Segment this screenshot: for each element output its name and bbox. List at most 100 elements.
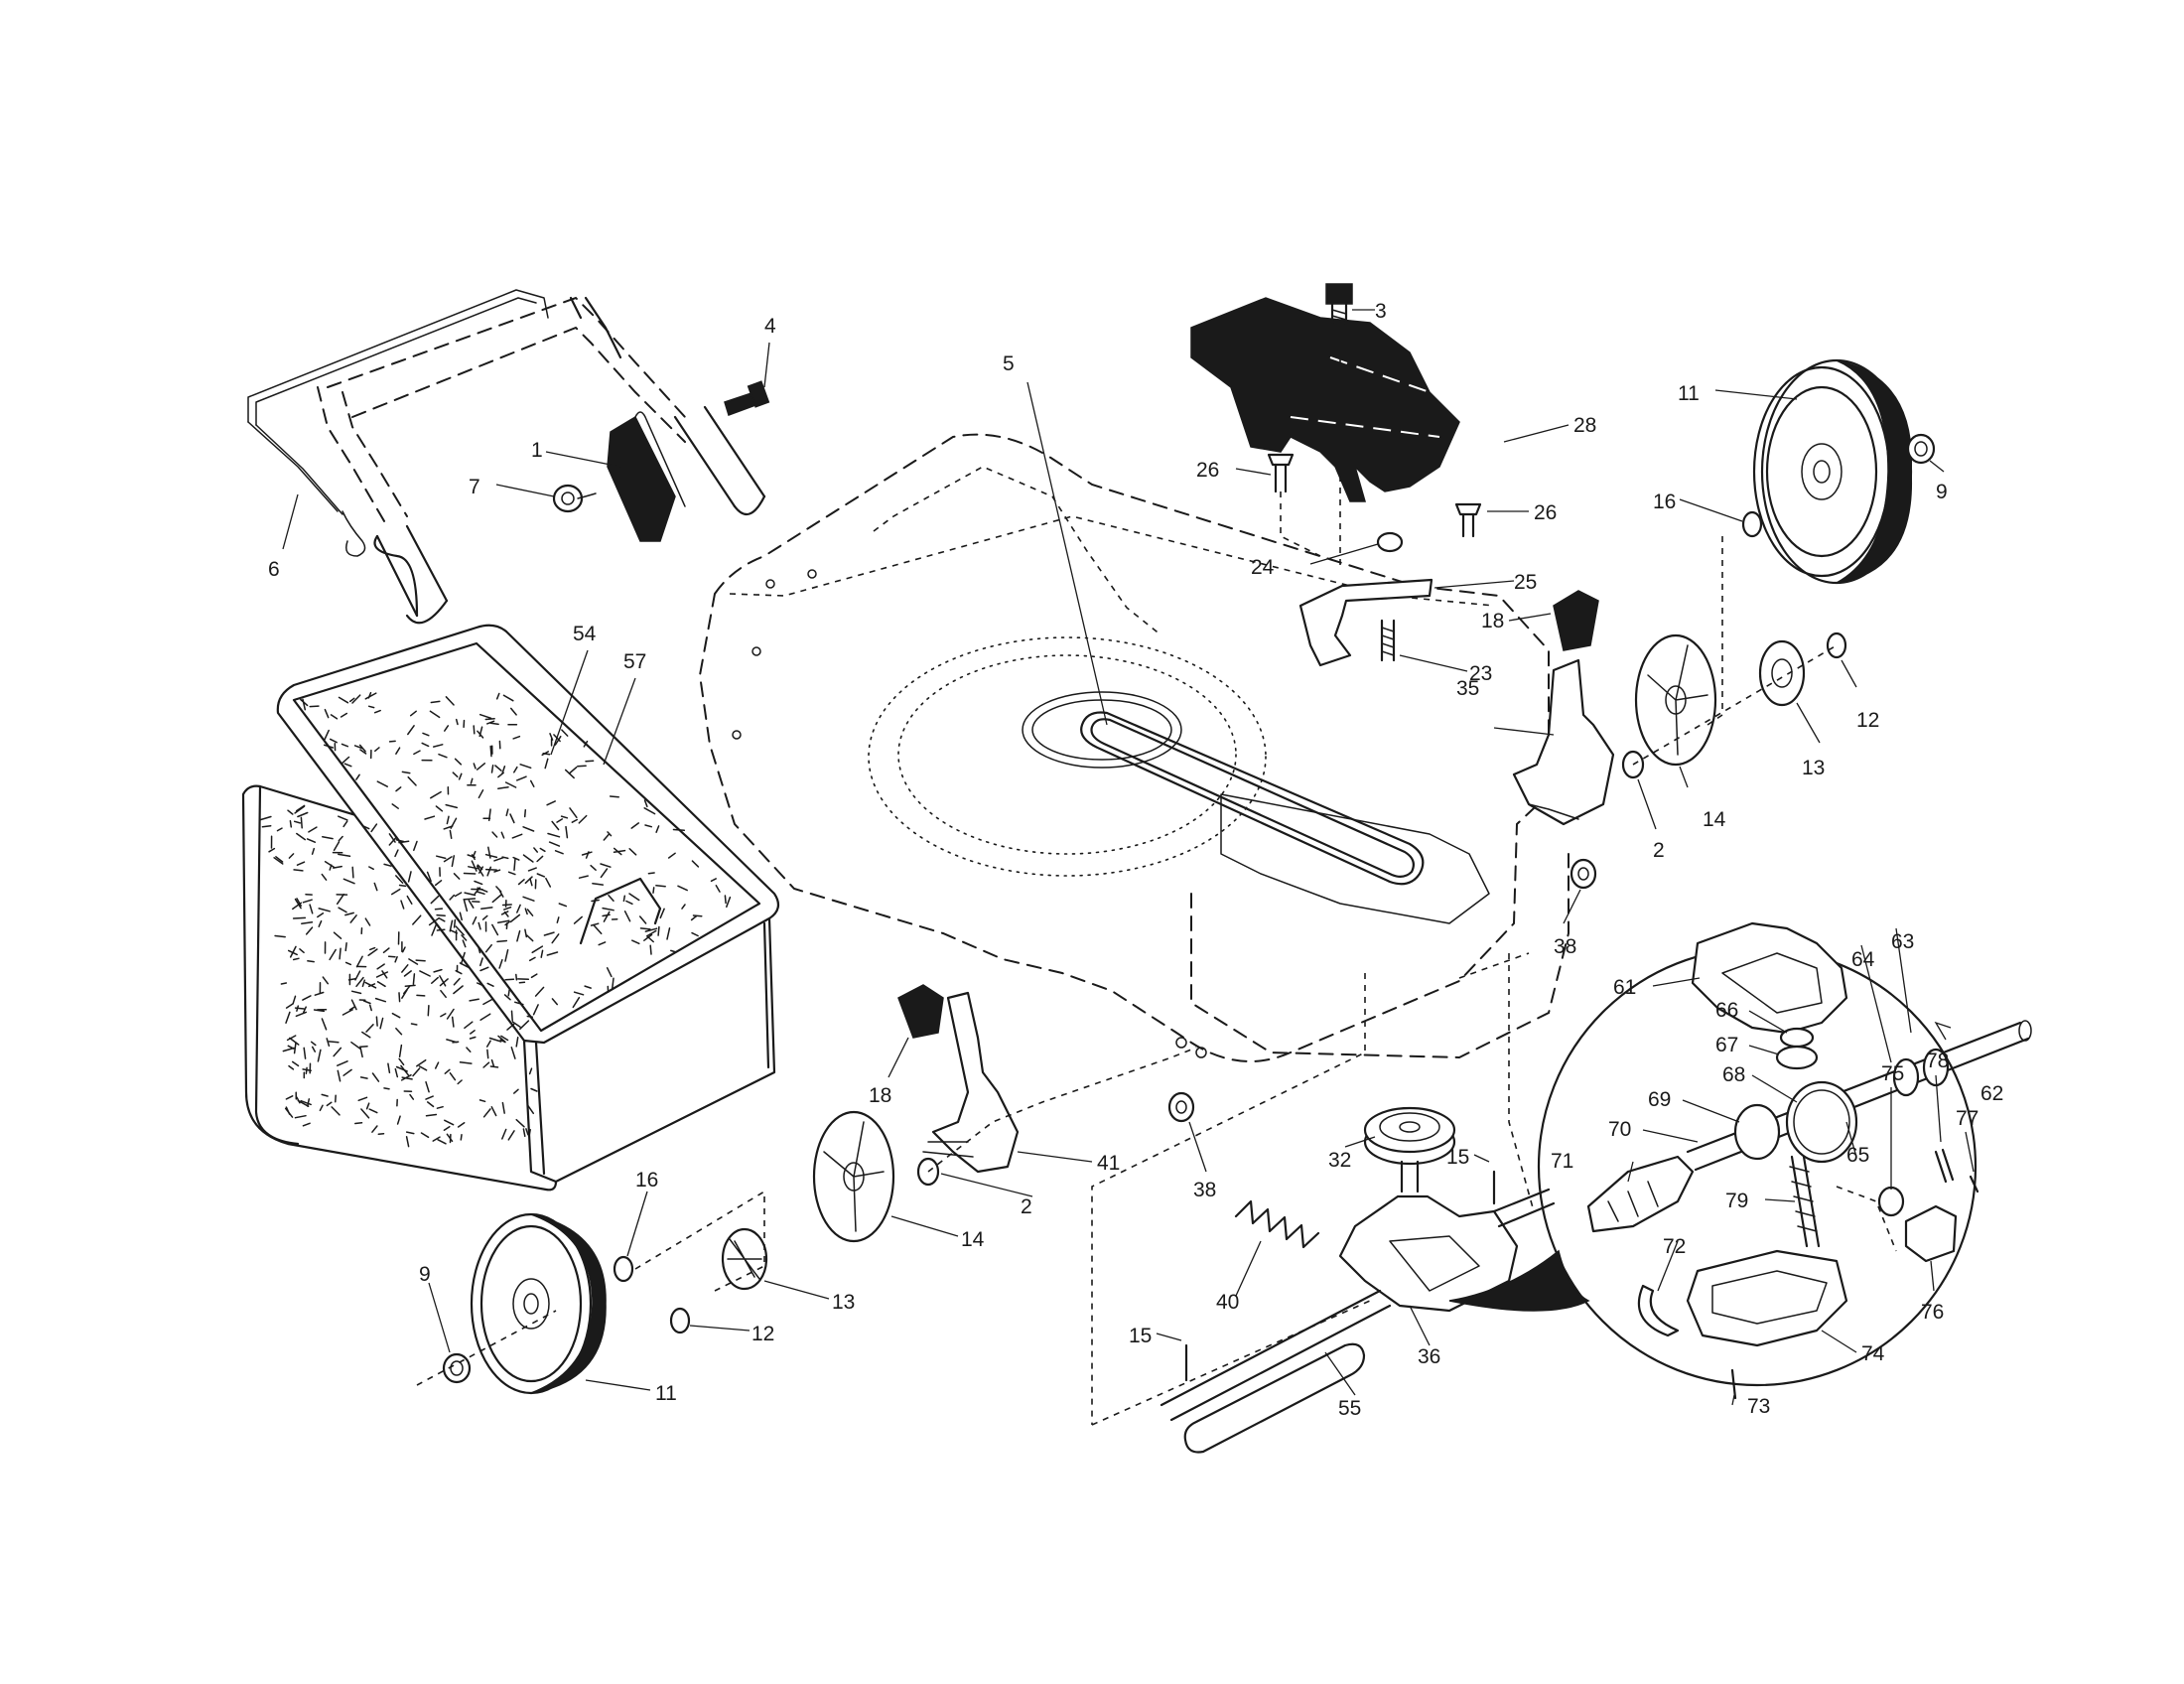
bag-texture-mark bbox=[691, 860, 700, 868]
bag-texture-mark bbox=[297, 811, 309, 818]
bag-texture-mark bbox=[578, 814, 588, 824]
bag-texture-mark bbox=[383, 863, 392, 867]
bag-texture-mark bbox=[292, 995, 297, 1005]
bag-texture-mark bbox=[609, 795, 619, 798]
bag-texture-mark bbox=[425, 1080, 430, 1093]
bag-texture-mark bbox=[473, 725, 476, 735]
bag-texture-mark bbox=[549, 733, 554, 741]
bag-texture-mark bbox=[357, 1096, 368, 1102]
bag-texture-mark bbox=[321, 873, 328, 881]
bag-texture-mark bbox=[434, 880, 443, 887]
bag-texture-mark bbox=[478, 789, 484, 799]
callout-26: 26 bbox=[1534, 501, 1557, 524]
bag-texture-mark bbox=[532, 1004, 539, 1016]
gearbox-detail-inset bbox=[1537, 921, 2032, 1400]
bag-texture-mark bbox=[361, 979, 366, 988]
bag-texture-mark bbox=[453, 977, 461, 986]
bag-texture-mark bbox=[410, 1023, 418, 1026]
bag-texture-mark bbox=[464, 1021, 474, 1030]
bag-texture-mark bbox=[409, 710, 417, 717]
bag-texture-mark bbox=[524, 928, 528, 938]
bag-texture-mark bbox=[585, 851, 590, 859]
bag-texture-mark bbox=[482, 1061, 490, 1068]
bag-texture-mark bbox=[488, 1037, 502, 1043]
bag-texture-mark bbox=[280, 982, 288, 985]
bag-texture-mark bbox=[427, 1004, 430, 1017]
bag-texture-mark bbox=[288, 853, 295, 859]
bag-texture-mark bbox=[331, 1106, 341, 1116]
bag-texture-mark bbox=[515, 1037, 519, 1048]
callout-54: 54 bbox=[573, 623, 597, 645]
bag-texture-mark bbox=[395, 747, 401, 755]
bag-texture-mark bbox=[430, 790, 442, 799]
callout-2: 2 bbox=[1021, 1195, 1032, 1218]
bag-texture-mark bbox=[382, 947, 390, 954]
callout-72: 72 bbox=[1663, 1235, 1686, 1258]
bag-texture-mark bbox=[368, 866, 374, 871]
bag-texture-mark bbox=[401, 1076, 413, 1080]
belt-cover bbox=[1190, 283, 1482, 667]
bag-texture-mark bbox=[690, 914, 698, 921]
callout-9: 9 bbox=[419, 1263, 431, 1286]
bag-texture-mark bbox=[487, 846, 491, 859]
callout-63: 63 bbox=[1891, 930, 1914, 953]
bag-texture-mark bbox=[324, 729, 330, 741]
bag-texture-mark bbox=[437, 1139, 447, 1145]
bag-texture-mark bbox=[311, 847, 316, 855]
bag-texture-mark bbox=[341, 743, 349, 748]
bag-texture-mark bbox=[388, 836, 398, 846]
bag-texture-mark bbox=[630, 822, 640, 829]
bag-texture-mark bbox=[467, 854, 477, 859]
bag-texture-mark bbox=[681, 904, 686, 910]
bag-texture-mark bbox=[318, 919, 323, 927]
bag-texture-mark bbox=[305, 1066, 308, 1074]
bag-texture-mark bbox=[413, 840, 418, 852]
bag-texture-mark bbox=[546, 951, 559, 956]
bag-texture-mark bbox=[295, 1011, 308, 1018]
bag-texture-mark bbox=[644, 824, 653, 828]
grass-catcher bbox=[241, 624, 780, 1192]
bag-texture-mark bbox=[468, 900, 475, 909]
bag-texture-mark bbox=[526, 909, 534, 916]
bag-texture-mark bbox=[466, 1047, 472, 1052]
bag-texture-mark bbox=[554, 850, 564, 855]
bag-texture-mark bbox=[350, 1041, 361, 1050]
callout-12: 12 bbox=[1856, 709, 1879, 732]
callout-11: 11 bbox=[655, 1382, 677, 1405]
bag-texture-mark bbox=[477, 730, 484, 739]
bag-texture-mark bbox=[491, 894, 502, 904]
bag-texture-mark bbox=[438, 753, 448, 759]
bag-texture-mark bbox=[401, 964, 409, 973]
bag-texture-mark bbox=[433, 968, 443, 973]
bag-texture-mark bbox=[453, 873, 461, 880]
bag-texture-mark bbox=[464, 892, 477, 897]
bag-texture-mark bbox=[452, 772, 459, 778]
bag-texture-mark bbox=[510, 1010, 513, 1022]
bag-texture-mark bbox=[303, 1006, 307, 1014]
bag-texture-mark bbox=[326, 1038, 331, 1048]
bag-texture-mark bbox=[529, 779, 535, 787]
bag-texture-mark bbox=[432, 1136, 441, 1142]
bag-texture-mark bbox=[522, 896, 535, 902]
bag-texture-mark bbox=[515, 1118, 525, 1128]
bag-texture-mark bbox=[493, 856, 504, 862]
bag-texture-mark bbox=[551, 933, 560, 944]
bag-texture-mark bbox=[530, 1087, 538, 1092]
bag-texture-mark bbox=[486, 1049, 489, 1059]
bag-texture-mark bbox=[324, 861, 336, 869]
bag-texture-mark bbox=[291, 1060, 300, 1067]
callout-5: 5 bbox=[1003, 352, 1015, 375]
bag-texture-mark bbox=[581, 851, 593, 856]
bag-texture-mark bbox=[364, 917, 371, 926]
bag-texture-mark bbox=[344, 912, 354, 916]
bag-texture-mark bbox=[377, 1132, 385, 1136]
bag-texture-mark bbox=[476, 763, 486, 771]
bag-texture-mark bbox=[438, 917, 446, 922]
bag-texture-mark bbox=[375, 971, 389, 978]
bag-texture-mark bbox=[398, 1057, 405, 1066]
bag-texture-mark bbox=[395, 875, 404, 884]
bag-texture-mark bbox=[445, 803, 459, 809]
bag-texture-mark bbox=[395, 1027, 403, 1036]
bag-texture-mark bbox=[314, 991, 325, 996]
bag-texture-mark bbox=[293, 1042, 297, 1054]
